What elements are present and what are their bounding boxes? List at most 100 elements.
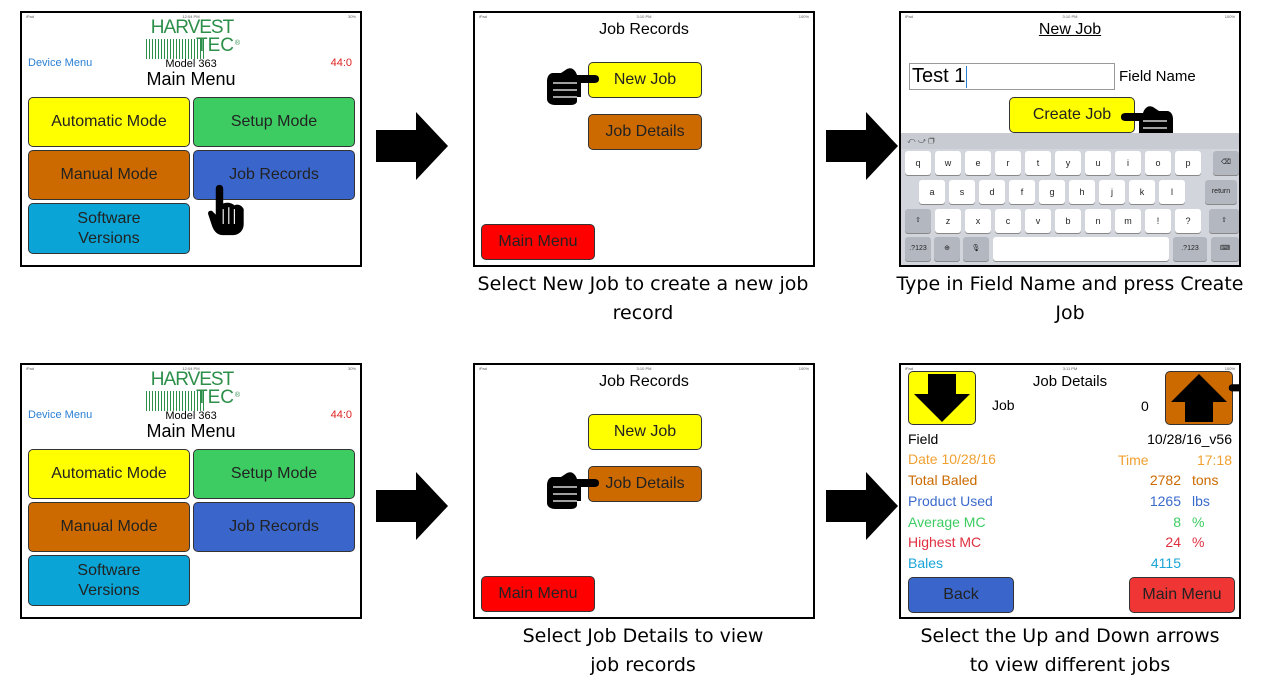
status-time: 12:04 PM (182, 14, 200, 19)
automatic-mode-button[interactable]: Automatic Mode (28, 97, 190, 147)
key-v[interactable]: v (1025, 209, 1051, 233)
job-records-button[interactable]: Job Records (193, 502, 355, 552)
status-time: 3:10 PM (636, 366, 652, 371)
key-b[interactable]: b (1055, 209, 1081, 233)
key-f[interactable]: f (1009, 180, 1035, 204)
page-title: New Job (1038, 21, 1102, 38)
new-job-button[interactable]: New Job (588, 414, 702, 450)
automatic-mode-button[interactable]: Automatic Mode (28, 449, 190, 499)
keyboard-dismiss-icon[interactable]: ⌨ (1211, 237, 1239, 261)
status-carrier: iPad (905, 14, 914, 19)
down-arrow-icon (914, 374, 970, 422)
pointing-hand-icon (546, 67, 600, 106)
logo-top-text: HARVEST (150, 17, 234, 38)
key-t[interactable]: t (1025, 151, 1051, 175)
right-arrow-icon (826, 472, 898, 540)
key-exclamation[interactable]: ! (1145, 209, 1171, 233)
main-menu-button[interactable]: Main Menu (1129, 577, 1235, 613)
job-details-button[interactable]: Job Details (588, 114, 702, 150)
numbers-key-left[interactable]: .?123 (905, 237, 931, 261)
device-menu-link[interactable]: Device Menu (28, 57, 93, 69)
average-mc-value: 8 (1173, 514, 1181, 530)
manual-mode-button[interactable]: Manual Mode (28, 150, 190, 200)
status-bar: iPad 12:04 PM 30% (22, 13, 360, 21)
status-battery: 100% (798, 366, 809, 371)
logo-top-text: HARVEST (150, 369, 234, 390)
create-job-button[interactable]: Create Job (1009, 97, 1135, 133)
shift-key-icon[interactable]: ⇧ (905, 209, 931, 233)
key-o[interactable]: o (1145, 151, 1171, 175)
space-key[interactable] (993, 237, 1169, 261)
field-name-input[interactable]: Test 1 (909, 63, 1115, 90)
key-p[interactable]: p (1175, 151, 1201, 175)
key-d[interactable]: d (979, 180, 1005, 204)
text-cursor (966, 65, 968, 88)
logo-bottom-text: TEC (196, 387, 234, 408)
caption-new-job: Select New Job to create a new job recor… (477, 273, 809, 324)
manual-mode-button[interactable]: Manual Mode (28, 502, 190, 552)
logo-bottom-text: TEC (196, 35, 234, 56)
key-question[interactable]: ? (1175, 209, 1201, 233)
key-a[interactable]: a (919, 180, 945, 204)
time-value: 17:18 (1196, 452, 1232, 468)
field-label: Field (908, 431, 939, 447)
model-label: Model 363 (165, 410, 217, 422)
key-w[interactable]: w (935, 151, 961, 175)
bales-label: Bales (908, 555, 944, 571)
key-g[interactable]: g (1039, 180, 1065, 204)
software-versions-button[interactable]: Software Versions (28, 555, 190, 606)
logo-bars (146, 391, 204, 411)
status-battery: 30% (347, 14, 356, 19)
numbers-key-right[interactable]: .?123 (1173, 237, 1207, 261)
main-menu-button[interactable]: Main Menu (481, 576, 595, 612)
key-i[interactable]: i (1115, 151, 1141, 175)
product-used-unit: lbs (1192, 493, 1210, 509)
key-z[interactable]: z (935, 209, 961, 233)
job-details-button[interactable]: Job Details (588, 466, 702, 502)
key-l[interactable]: l (1159, 180, 1185, 204)
field-name-value: Test 1 (912, 65, 966, 87)
key-n[interactable]: n (1085, 209, 1111, 233)
job-records-screen-bottom: iPad 3:10 PM 100% Job Records New Job Jo… (473, 363, 815, 619)
device-menu-link[interactable]: Device Menu (28, 409, 93, 421)
key-u[interactable]: u (1085, 151, 1111, 175)
software-versions-button[interactable]: Software Versions (28, 203, 190, 254)
return-key[interactable]: return (1205, 180, 1237, 204)
delete-key-icon[interactable]: ⌫ (1213, 151, 1239, 175)
key-c[interactable]: c (995, 209, 1021, 233)
setup-mode-button[interactable]: Setup Mode (193, 97, 355, 147)
field-value: 10/28/16_v56 (1147, 431, 1232, 447)
average-mc-label: Average MC (908, 514, 986, 530)
key-k[interactable]: k (1129, 180, 1155, 204)
key-s[interactable]: s (949, 180, 975, 204)
setup-mode-button[interactable]: Setup Mode (193, 449, 355, 499)
main-menu-button[interactable]: Main Menu (481, 224, 595, 260)
key-r[interactable]: r (995, 151, 1021, 175)
microphone-key-icon[interactable]: 🎙 (963, 237, 989, 261)
status-time: 12:04 PM (182, 366, 200, 371)
back-button[interactable]: Back (908, 577, 1014, 613)
new-job-button[interactable]: New Job (588, 62, 702, 98)
time-label: Time (1118, 452, 1149, 468)
key-j[interactable]: j (1099, 180, 1125, 204)
key-x[interactable]: x (965, 209, 991, 233)
globe-key-icon[interactable]: ⊕ (934, 237, 960, 261)
status-carrier: iPad (26, 14, 35, 19)
key-y[interactable]: y (1055, 151, 1081, 175)
key-h[interactable]: h (1069, 180, 1095, 204)
key-q[interactable]: q (905, 151, 931, 175)
main-menu-screen-top: iPad 12:04 PM 30% HARVEST TEC ® Device M… (20, 11, 362, 267)
status-bar: iPad 3:10 PM 100% (901, 13, 1239, 21)
bales-value: 4115 (1150, 555, 1181, 571)
up-arrow-button[interactable] (1165, 371, 1233, 425)
page-title: Job Records (599, 373, 689, 390)
job-number: 0 (1141, 398, 1149, 414)
shift-key-right-icon[interactable]: ⇧ (1209, 209, 1239, 233)
right-arrow-icon (376, 472, 448, 540)
key-e[interactable]: e (965, 151, 991, 175)
down-arrow-button[interactable] (908, 371, 976, 425)
key-m[interactable]: m (1115, 209, 1141, 233)
status-time: 3:10 PM (636, 14, 652, 19)
status-battery: 100% (798, 14, 809, 19)
